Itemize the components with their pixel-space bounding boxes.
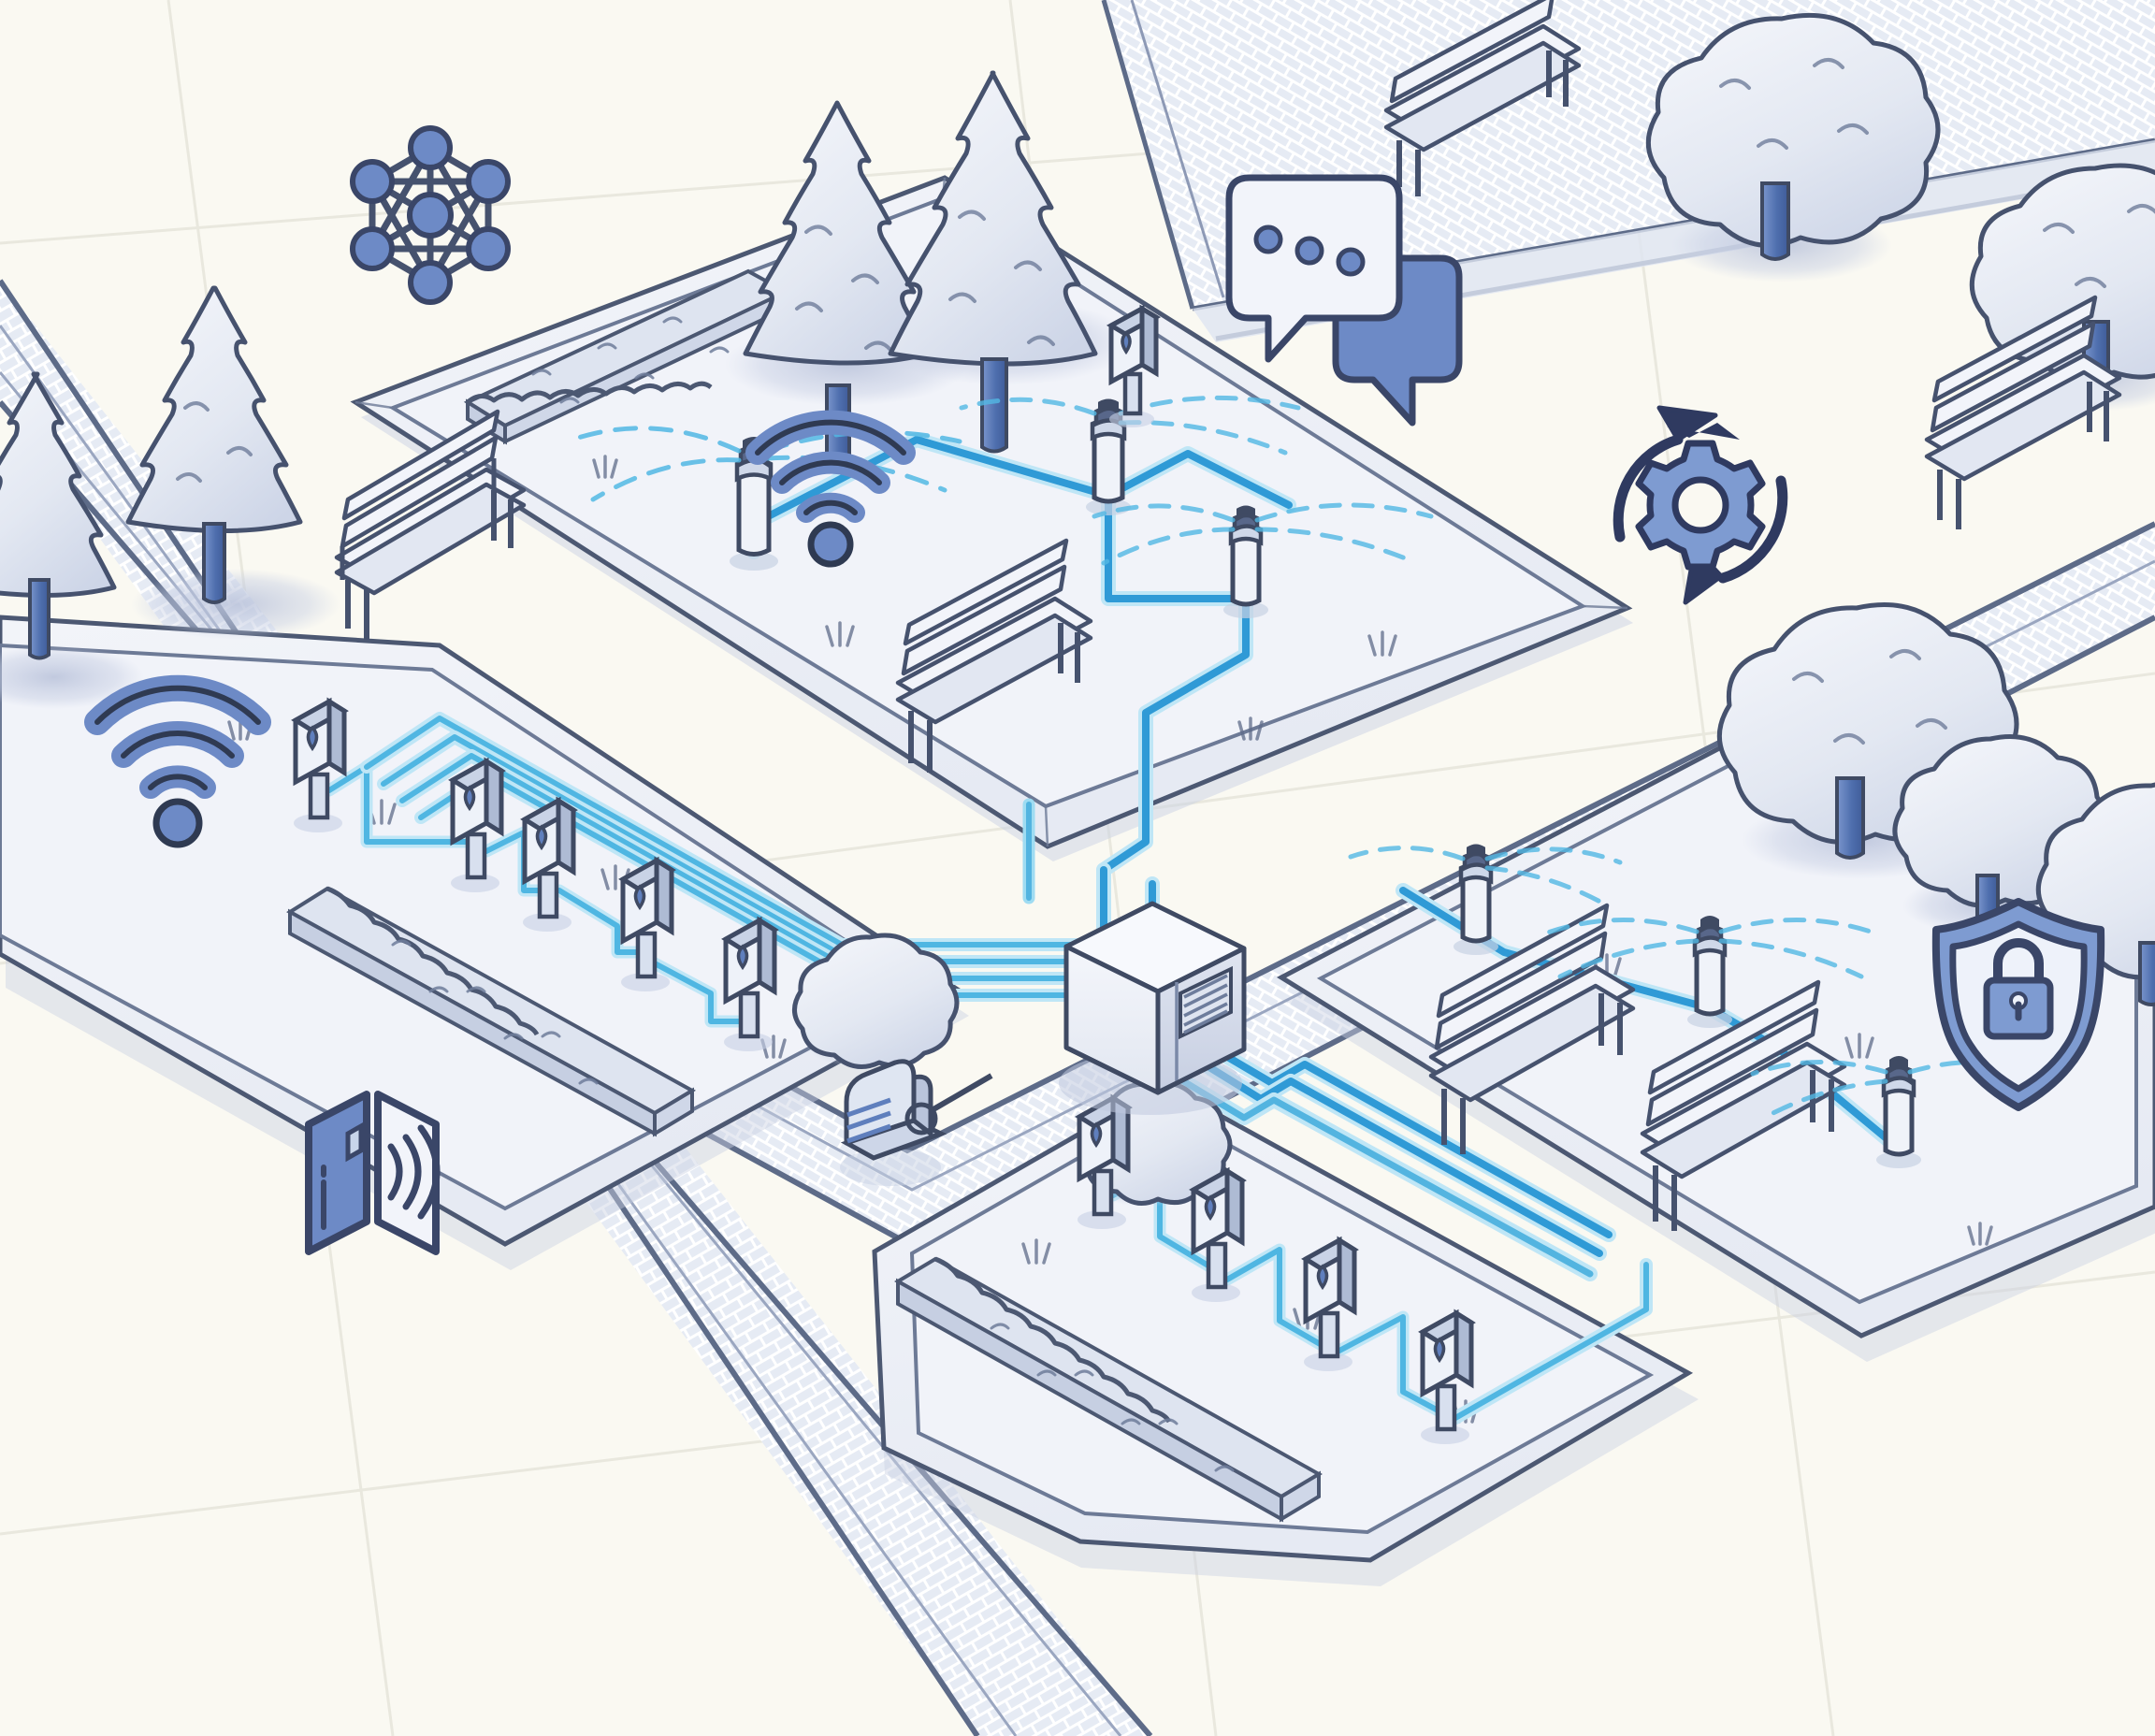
park-bench — [1428, 903, 1636, 1154]
tree-conifer — [125, 285, 303, 604]
chat-bubble-incoming — [1225, 174, 1403, 363]
park-bench — [1924, 295, 2122, 529]
moisture-sensor-post — [520, 796, 578, 932]
sprinkler-head — [959, 395, 1301, 515]
gear-sync-icon[interactable] — [1613, 405, 1788, 605]
cabinet-vent-grille — [1179, 965, 1233, 1040]
shrub — [792, 933, 960, 1069]
park-bench — [1383, 0, 1582, 196]
sprinkler-head — [1348, 844, 1623, 955]
sprinkler-head — [1542, 916, 1879, 1028]
tree-conifer — [888, 70, 1098, 454]
pump-valve-unit[interactable] — [840, 1059, 993, 1186]
padlock-icon — [1983, 938, 2054, 1040]
sprinkler-head — [1092, 502, 1434, 618]
tree-conifer — [0, 371, 117, 660]
park-bench — [334, 409, 527, 640]
gear-icon — [1635, 440, 1766, 571]
moisture-sensor-post — [721, 916, 779, 1051]
moisture-sensor-post — [291, 697, 349, 832]
shield-lock-icon[interactable] — [1931, 898, 2105, 1111]
hedge-row-south — [894, 1256, 1323, 1523]
irrigation-controller-cabinet[interactable] — [1059, 901, 1247, 1115]
moisture-sensor-post — [1189, 1166, 1247, 1302]
tree-deciduous — [1645, 12, 1941, 261]
moisture-sensor-post — [618, 856, 676, 991]
chat-bubbles-icon[interactable] — [1225, 174, 1463, 427]
sync-arrows-icon — [1613, 434, 1788, 584]
lawn-plot-west[interactable] — [0, 599, 969, 1338]
moisture-sensor-post — [1301, 1236, 1359, 1371]
nfc-card-icon[interactable] — [305, 1091, 441, 1255]
nfc-reader-panel — [374, 1091, 441, 1255]
hedge-row-west — [286, 886, 697, 1137]
contactless-card — [305, 1091, 370, 1255]
moisture-sensor-post — [448, 757, 506, 892]
chat-typing-dots — [1253, 224, 1366, 277]
wifi-icon[interactable] — [745, 410, 916, 568]
moisture-sensor-post — [1106, 304, 1162, 427]
moisture-sensor-group[interactable] — [291, 304, 1476, 1444]
mesh-network-icon[interactable] — [350, 125, 511, 305]
wifi-icon[interactable] — [84, 674, 271, 848]
park-bench — [895, 538, 1093, 773]
moisture-sensor-post — [1418, 1309, 1476, 1444]
